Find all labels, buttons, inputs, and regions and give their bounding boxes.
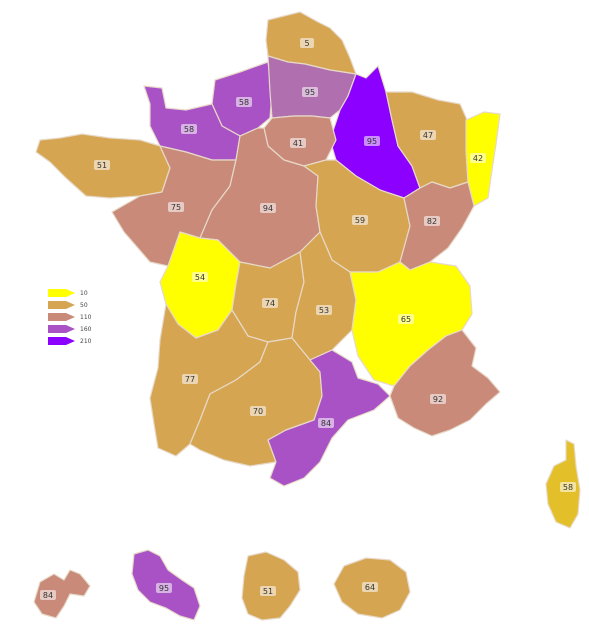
map-legend: 10 50 110 160 210 <box>48 289 92 345</box>
region-label: 84 <box>43 591 53 600</box>
legend-item: 110 <box>48 313 92 321</box>
label-haute-normandie: 58 <box>236 97 252 107</box>
label-corse: 58 <box>560 482 576 492</box>
region-label: 51 <box>97 161 107 170</box>
region-label: 82 <box>427 217 437 226</box>
region-label: 65 <box>401 315 411 324</box>
label-nord-pas-de-calais: 5 <box>300 38 314 48</box>
region-guadeloupe[interactable] <box>33 569 91 619</box>
label-champagne-ardenne: 95 <box>364 136 380 146</box>
region-label: 64 <box>365 583 375 592</box>
region-label: 95 <box>159 584 169 593</box>
region-label: 51 <box>263 587 273 596</box>
region-label: 92 <box>433 395 443 404</box>
label-guyane: 51 <box>260 586 276 596</box>
label-pays-de-la-loire: 75 <box>168 202 184 212</box>
legend-swatch <box>48 313 75 321</box>
legend-swatch <box>48 289 75 297</box>
legend-label: 10 <box>80 290 88 297</box>
label-limousin: 74 <box>262 298 278 308</box>
label-basse-normandie: 58 <box>181 124 197 134</box>
label-guadeloupe: 84 <box>40 590 56 600</box>
region-label: 5 <box>304 39 309 48</box>
region-auvergne[interactable] <box>291 231 357 361</box>
region-label: 58 <box>563 483 573 492</box>
region-labels: 5 58 58 95 95 47 42 51 41 75 94 59 82 54… <box>40 38 576 600</box>
region-label: 58 <box>239 98 249 107</box>
region-label: 47 <box>423 131 433 140</box>
label-reunion: 64 <box>362 582 378 592</box>
region-label: 42 <box>473 154 483 163</box>
legend-item: 160 <box>48 325 92 333</box>
label-martinique: 95 <box>156 583 172 593</box>
region-label: 74 <box>265 299 275 308</box>
label-auvergne: 53 <box>316 305 332 315</box>
label-franche-comte: 82 <box>424 216 440 226</box>
region-paca[interactable] <box>389 329 501 437</box>
region-label: 41 <box>293 139 303 148</box>
label-lorraine: 47 <box>420 130 436 140</box>
legend-swatch <box>48 301 75 309</box>
region-label: 59 <box>355 216 365 225</box>
region-label: 84 <box>321 419 331 428</box>
label-aquitaine: 77 <box>182 374 198 384</box>
region-label: 58 <box>184 125 194 134</box>
label-poitou-charentes: 54 <box>192 272 208 282</box>
label-bourgogne: 59 <box>352 215 368 225</box>
label-midi-pyrenees: 70 <box>250 406 266 416</box>
legend-label: 210 <box>80 338 92 345</box>
legend-item: 210 <box>48 337 92 345</box>
legend-label: 160 <box>80 326 92 333</box>
region-label: 77 <box>185 375 195 384</box>
legend-item: 10 <box>48 289 88 297</box>
region-label: 95 <box>305 88 315 97</box>
label-bretagne: 51 <box>94 160 110 170</box>
label-paca: 92 <box>430 394 446 404</box>
label-ile-de-france: 41 <box>290 138 306 148</box>
region-label: 94 <box>263 204 273 213</box>
label-picardie: 95 <box>302 87 318 97</box>
legend-swatch <box>48 325 75 333</box>
label-centre: 94 <box>260 203 276 213</box>
label-languedoc-roussillon: 84 <box>318 418 334 428</box>
legend-label: 110 <box>80 314 92 321</box>
legend-swatch <box>48 337 75 345</box>
region-label: 95 <box>367 137 377 146</box>
region-label: 53 <box>319 306 329 315</box>
region-label: 75 <box>171 203 181 212</box>
region-label: 54 <box>195 273 205 282</box>
label-rhone-alpes: 65 <box>398 314 414 324</box>
label-alsace: 42 <box>470 153 486 163</box>
region-label: 70 <box>253 407 263 416</box>
legend-label: 50 <box>80 302 88 309</box>
legend-item: 50 <box>48 301 88 309</box>
